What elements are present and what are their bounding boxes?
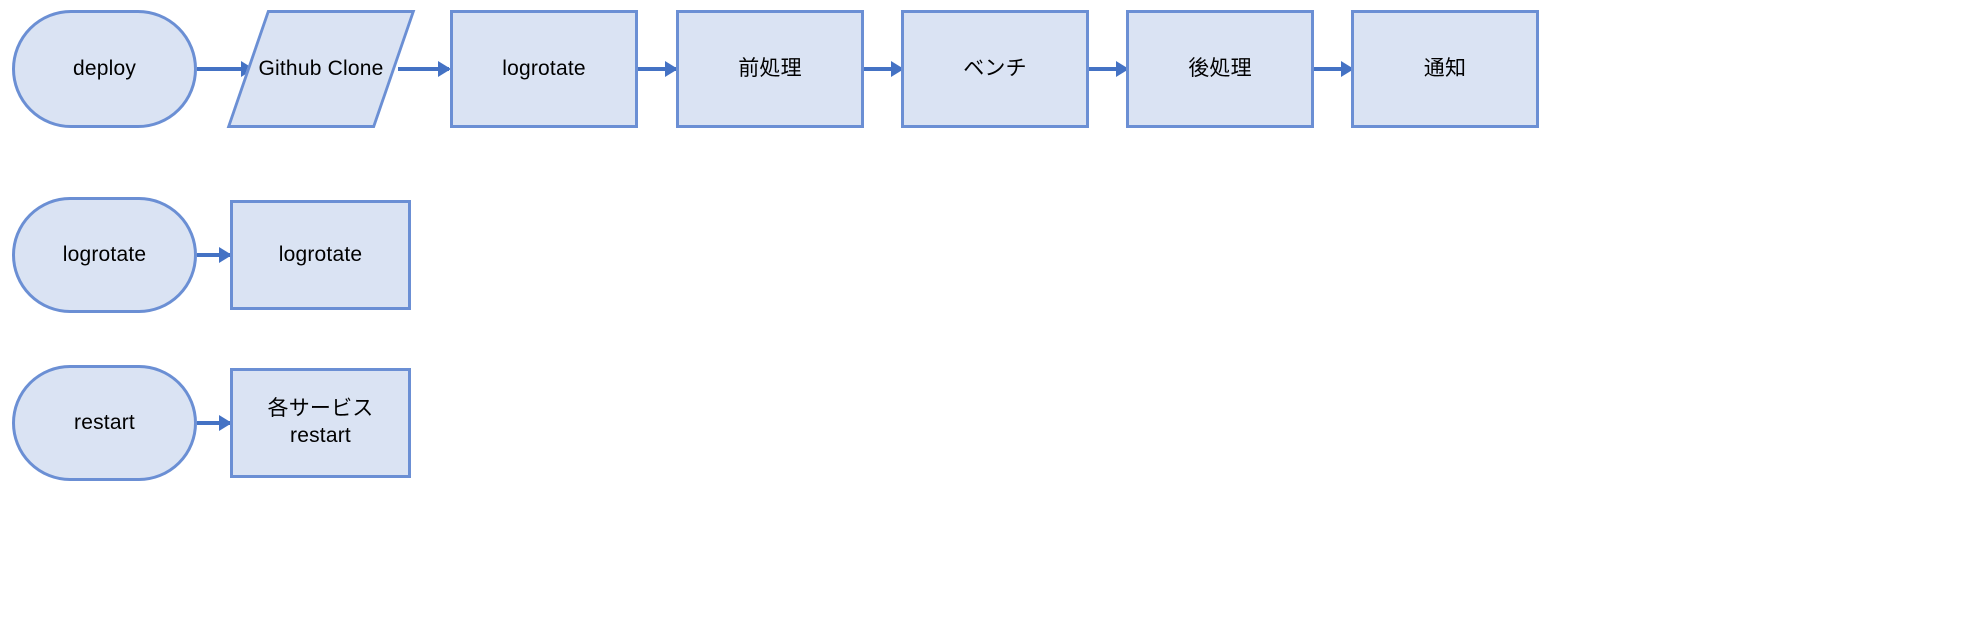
node-logrotate-task-label: logrotate — [278, 242, 363, 266]
node-deploy-label: deploy — [72, 56, 137, 80]
node-notify[interactable]: 通知 — [1351, 10, 1539, 128]
node-bench[interactable]: ベンチ — [901, 10, 1089, 128]
arrow-bench-to-postprocess — [1089, 67, 1127, 71]
arrow-restart-trigger-to-task — [197, 421, 230, 425]
node-deploy[interactable]: deploy — [12, 10, 197, 128]
node-postprocess-label: 後処理 — [1188, 56, 1252, 80]
arrow-logrotate-trigger-to-task — [197, 253, 230, 257]
node-restart-trigger-label: restart — [74, 410, 135, 434]
node-notify-label: 通知 — [1423, 56, 1467, 80]
node-postprocess[interactable]: 後処理 — [1126, 10, 1314, 128]
node-logrotate-deploy[interactable]: logrotate — [450, 10, 638, 128]
node-restart-trigger[interactable]: restart — [12, 365, 197, 481]
arrow-deploy-to-github-clone — [197, 67, 252, 71]
arrow-logrotate-to-preprocess — [638, 67, 676, 71]
node-logrotate-task[interactable]: logrotate — [230, 200, 411, 310]
node-restart-task-label: 各サービス restart — [267, 397, 374, 447]
arrow-postprocess-to-notify — [1314, 67, 1352, 71]
node-logrotate-trigger[interactable]: logrotate — [12, 197, 197, 313]
arrow-preprocess-to-bench — [864, 67, 902, 71]
node-github-clone-label: Github Clone — [258, 56, 384, 80]
node-logrotate-deploy-label: logrotate — [502, 56, 586, 80]
node-preprocess-label: 前処理 — [738, 56, 802, 80]
node-github-clone[interactable]: Github Clone — [226, 10, 416, 128]
node-bench-label: ベンチ — [963, 56, 1027, 80]
node-logrotate-trigger-label: logrotate — [62, 242, 147, 266]
node-restart-task[interactable]: 各サービス restart — [230, 368, 411, 478]
arrow-github-clone-to-logrotate — [398, 67, 449, 71]
node-preprocess[interactable]: 前処理 — [676, 10, 864, 128]
